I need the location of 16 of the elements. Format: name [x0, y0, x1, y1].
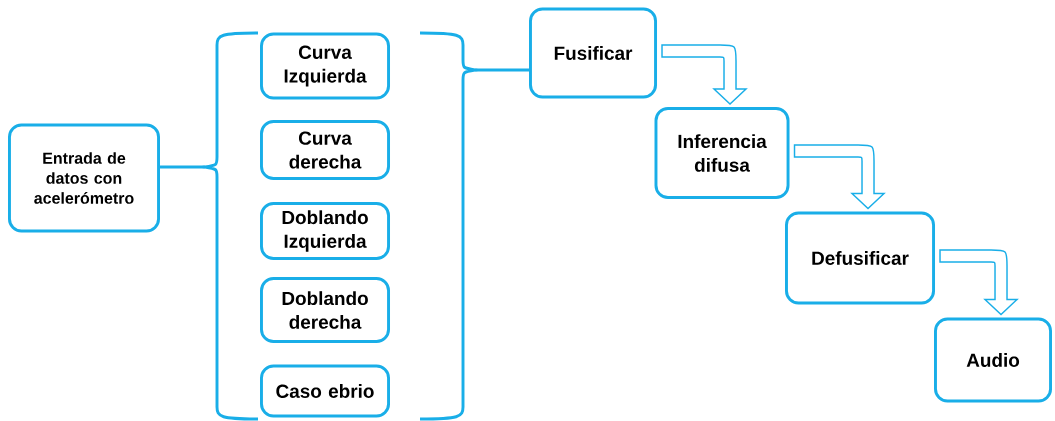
- process-box: Curva Izquierda: [260, 32, 390, 100]
- process-box: Entrada de datos con acelerómetro: [8, 123, 160, 233]
- connector-line: [160, 165, 205, 169]
- block-arrow: [939, 249, 1018, 316]
- process-box: Defusificar: [785, 211, 935, 305]
- process-box: Curva derecha: [260, 120, 390, 180]
- process-box: Doblando Izquierda: [260, 202, 390, 260]
- block-arrow: [661, 44, 747, 105]
- connector-line: [475, 68, 529, 72]
- process-box: Caso ebrio: [260, 364, 390, 418]
- block-arrow: [793, 144, 885, 210]
- process-box: Doblando derecha: [260, 277, 390, 343]
- process-box: Audio: [934, 317, 1052, 403]
- process-box: Inferencia difusa: [654, 107, 790, 199]
- bracket-drawing: [203, 31, 477, 421]
- process-box: Fusificar: [529, 7, 657, 99]
